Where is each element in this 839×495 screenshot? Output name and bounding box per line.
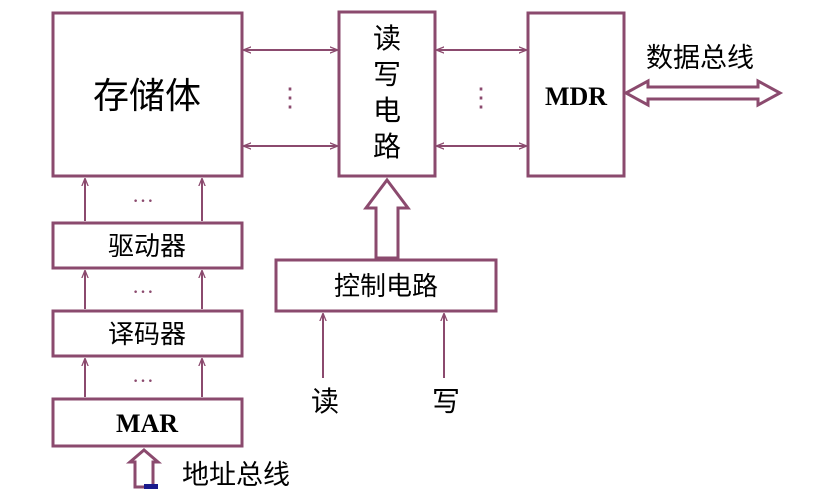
driver-label: 驱动器: [108, 232, 186, 262]
mdr-label: MDR: [545, 82, 607, 111]
rw-circuit-char-1: 读: [373, 22, 401, 55]
driver-box: [51, 221, 244, 270]
data-bus-arrow: [622, 78, 784, 108]
decoder-box: [51, 309, 244, 358]
control-circuit-box: [274, 258, 498, 313]
storage-body-box: [51, 11, 244, 178]
mdr-box: [526, 11, 626, 178]
rw-mdr-vertical-ellipsis: ⋮: [468, 83, 494, 112]
address-bus-label: 地址总线: [182, 460, 290, 491]
address-bus-arrow: [125, 448, 163, 489]
mar-box: [51, 397, 244, 448]
storage-rw-vertical-ellipsis: ⋮: [277, 83, 303, 112]
mar-decoder-ellipsis: …: [132, 362, 154, 387]
rw-circuit-box: [337, 10, 437, 178]
read-signal-label: 读: [311, 385, 339, 418]
decoder-label: 译码器: [108, 320, 186, 350]
data-bus-label: 数据总线: [646, 43, 754, 74]
address-bus-marker: [144, 484, 158, 489]
mar-label: MAR: [116, 409, 178, 438]
decoder-driver-ellipsis: …: [132, 273, 154, 298]
write-signal-label: 写: [432, 385, 460, 418]
storage-body-label: 存储体: [93, 76, 201, 117]
control-circuit-label: 控制电路: [334, 272, 438, 302]
driver-storage-ellipsis: …: [132, 182, 154, 207]
rw-circuit-char-4: 路: [373, 130, 401, 163]
rw-circuit-char-2: 写: [373, 58, 401, 91]
control-rw-arrow: [363, 177, 411, 260]
rw-circuit-char-3: 电: [373, 94, 401, 127]
